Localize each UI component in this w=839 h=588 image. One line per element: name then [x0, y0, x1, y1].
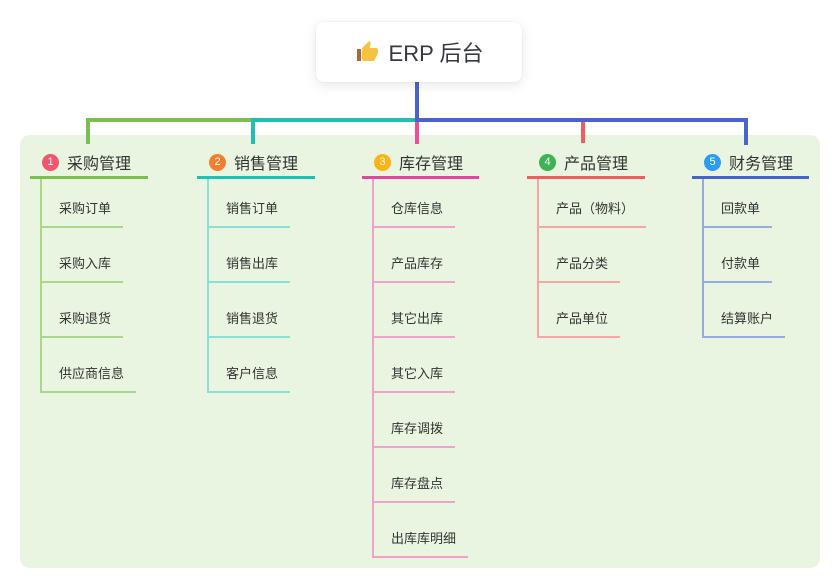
- connector-purchase-segment: [86, 118, 255, 122]
- connector-sales-drop: [251, 120, 255, 144]
- child-node[interactable]: 销售出库: [209, 228, 291, 283]
- connector-purchase-drop: [86, 118, 90, 144]
- connector-finance-drop: [744, 118, 748, 145]
- branch-label: 销售管理: [234, 156, 299, 173]
- connector-sales-segment: [251, 118, 417, 122]
- child-node[interactable]: 产品分类: [539, 228, 621, 283]
- branch-underline: [362, 176, 479, 179]
- child-node[interactable]: 出库库明细: [374, 503, 469, 558]
- branch-underline: [527, 176, 645, 179]
- child-node[interactable]: 结算账户: [704, 283, 786, 338]
- thumbs-up-icon: [355, 40, 379, 64]
- branch-underline: [692, 176, 809, 179]
- child-node[interactable]: 产品（物料）: [539, 179, 647, 228]
- connector-product-drop: [581, 122, 585, 143]
- mindmap-background-panel: [20, 135, 820, 568]
- branch-label: 产品管理: [564, 156, 629, 173]
- badge-2: 2: [209, 153, 226, 171]
- child-node[interactable]: 销售订单: [209, 179, 291, 228]
- connector-inventory-drop: [415, 122, 419, 144]
- child-node[interactable]: 采购订单: [42, 179, 124, 228]
- child-node[interactable]: 采购退货: [42, 283, 124, 338]
- branch-children: 销售订单 销售出库 销售退货 客户信息: [207, 179, 291, 393]
- child-node[interactable]: 其它入库: [374, 338, 456, 393]
- child-node[interactable]: 供应商信息: [42, 338, 137, 393]
- child-node[interactable]: 产品库存: [374, 228, 456, 283]
- child-node[interactable]: 付款单: [704, 228, 773, 283]
- branch-label: 财务管理: [729, 156, 794, 173]
- branch-underline: [197, 176, 315, 179]
- branch-label: 采购管理: [67, 156, 132, 173]
- child-node[interactable]: 销售退货: [209, 283, 291, 338]
- child-node[interactable]: 产品单位: [539, 283, 621, 338]
- root-connector-line: [415, 82, 419, 120]
- root-node[interactable]: ERP 后台: [316, 22, 522, 82]
- branch-node-inventory[interactable]: 3 库存管理: [362, 147, 479, 177]
- badge-5: 5: [704, 153, 721, 171]
- branch-underline: [30, 176, 148, 179]
- branch-node-purchase[interactable]: 1 采购管理: [30, 147, 148, 177]
- child-node[interactable]: 采购入库: [42, 228, 124, 283]
- connector-finance-segment: [415, 118, 748, 122]
- branch-node-product[interactable]: 4 产品管理: [527, 147, 645, 177]
- branch-children: 采购订单 采购入库 采购退货 供应商信息: [40, 179, 137, 393]
- branch-children: 回款单 付款单 结算账户: [702, 179, 786, 338]
- branch-node-finance[interactable]: 5 财务管理: [692, 147, 809, 177]
- badge-4: 4: [539, 153, 556, 171]
- badge-1: 1: [42, 153, 59, 171]
- branch-children: 仓库信息 产品库存 其它出库 其它入库 库存调拨 库存盘点 出库库明细: [372, 179, 469, 558]
- child-node[interactable]: 客户信息: [209, 338, 291, 393]
- branch-label: 库存管理: [399, 156, 464, 173]
- child-node[interactable]: 库存调拨: [374, 393, 456, 448]
- child-node[interactable]: 其它出库: [374, 283, 456, 338]
- root-node-title: ERP 后台: [388, 41, 484, 66]
- child-node[interactable]: 库存盘点: [374, 448, 456, 503]
- child-node[interactable]: 仓库信息: [374, 179, 456, 228]
- child-node[interactable]: 回款单: [704, 179, 773, 228]
- branch-node-sales[interactable]: 2 销售管理: [197, 147, 315, 177]
- badge-3: 3: [374, 153, 391, 171]
- branch-children: 产品（物料） 产品分类 产品单位: [537, 179, 647, 338]
